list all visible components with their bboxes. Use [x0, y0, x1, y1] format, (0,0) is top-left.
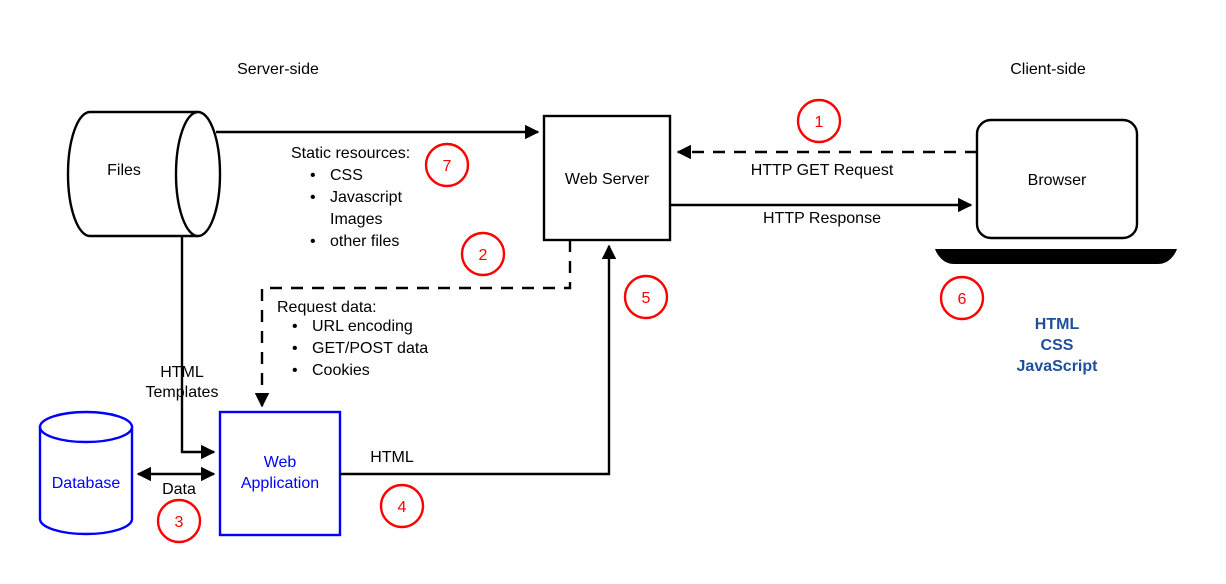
request-data-item-2: Cookies [312, 362, 370, 379]
step-marker-7[interactable]: 7 [424, 142, 470, 188]
bullet-icon: • [292, 318, 298, 335]
bullet-icon: • [292, 340, 298, 357]
static-resources-item-2: Images [330, 211, 382, 228]
node-files-label: Files [107, 162, 141, 179]
step-marker-7-label: 7 [443, 158, 452, 175]
edge-label-data: Data [162, 481, 196, 498]
step-marker-4[interactable]: 4 [379, 483, 425, 529]
node-database-label: Database [52, 475, 121, 492]
step-marker-6[interactable]: 6 [939, 275, 985, 321]
step-marker-5-label: 5 [642, 290, 651, 307]
bullet-icon: • [310, 233, 316, 250]
edge-label-http-get-request: HTTP GET Request [751, 162, 894, 179]
edge-label-html-templates-line1: HTML [160, 364, 204, 381]
static-resources-item-1: Javascript [330, 189, 403, 206]
request-data-title: Request data: [277, 299, 377, 316]
step-marker-4-label: 4 [398, 499, 407, 516]
bullet-icon: • [292, 362, 298, 379]
client-stack-item-1: CSS [1041, 337, 1074, 354]
node-database[interactable]: Database [38, 410, 134, 536]
static-resources-item-3: other files [330, 233, 399, 250]
node-web-application-label-line1: Web [264, 454, 297, 471]
node-web-application-label-line2: Application [241, 475, 319, 492]
step-marker-2-label: 2 [479, 247, 488, 264]
annotation-static-resources: Static resources: • CSS • Javascript Ima… [291, 145, 410, 250]
node-web-server-label: Web Server [565, 171, 650, 188]
node-browser-label: Browser [1028, 172, 1087, 189]
annotation-request-data: Request data: • URL encoding • GET/POST … [277, 299, 428, 379]
client-stack-item-2: JavaScript [1017, 358, 1099, 375]
step-marker-3-label: 3 [175, 514, 184, 531]
edge-files-to-web-application [180, 236, 216, 460]
request-data-item-0: URL encoding [312, 318, 413, 335]
client-stack-list: HTML CSS JavaScript [1017, 316, 1099, 375]
step-marker-1[interactable]: 1 [796, 98, 842, 144]
static-resources-title: Static resources: [291, 145, 410, 162]
node-web-server[interactable]: Web Server [542, 114, 672, 242]
edge-label-html: HTML [370, 449, 414, 466]
client-stack-item-0: HTML [1035, 316, 1080, 333]
request-data-item-1: GET/POST data [312, 340, 428, 357]
bullet-icon: • [310, 167, 316, 184]
laptop-base-icon [935, 249, 1177, 264]
edge-web-server-to-web-application [254, 240, 572, 408]
step-marker-3[interactable]: 3 [156, 498, 202, 544]
bullet-icon: • [310, 189, 316, 206]
step-marker-1-label: 1 [815, 114, 824, 131]
step-marker-5[interactable]: 5 [623, 274, 669, 320]
step-marker-6-label: 6 [958, 291, 967, 308]
edge-label-html-templates-line2: Templates [146, 384, 219, 401]
step-marker-2[interactable]: 2 [460, 231, 506, 277]
edge-web-application-to-web-server [340, 244, 617, 476]
node-browser[interactable]: Browser [935, 118, 1177, 264]
node-files[interactable]: Files [66, 110, 222, 238]
static-resources-item-0: CSS [330, 167, 363, 184]
client-side-header: Client-side [1010, 61, 1086, 78]
edge-label-http-response: HTTP Response [763, 210, 881, 227]
node-web-application[interactable]: Web Application [218, 410, 342, 537]
server-side-header: Server-side [237, 61, 319, 78]
